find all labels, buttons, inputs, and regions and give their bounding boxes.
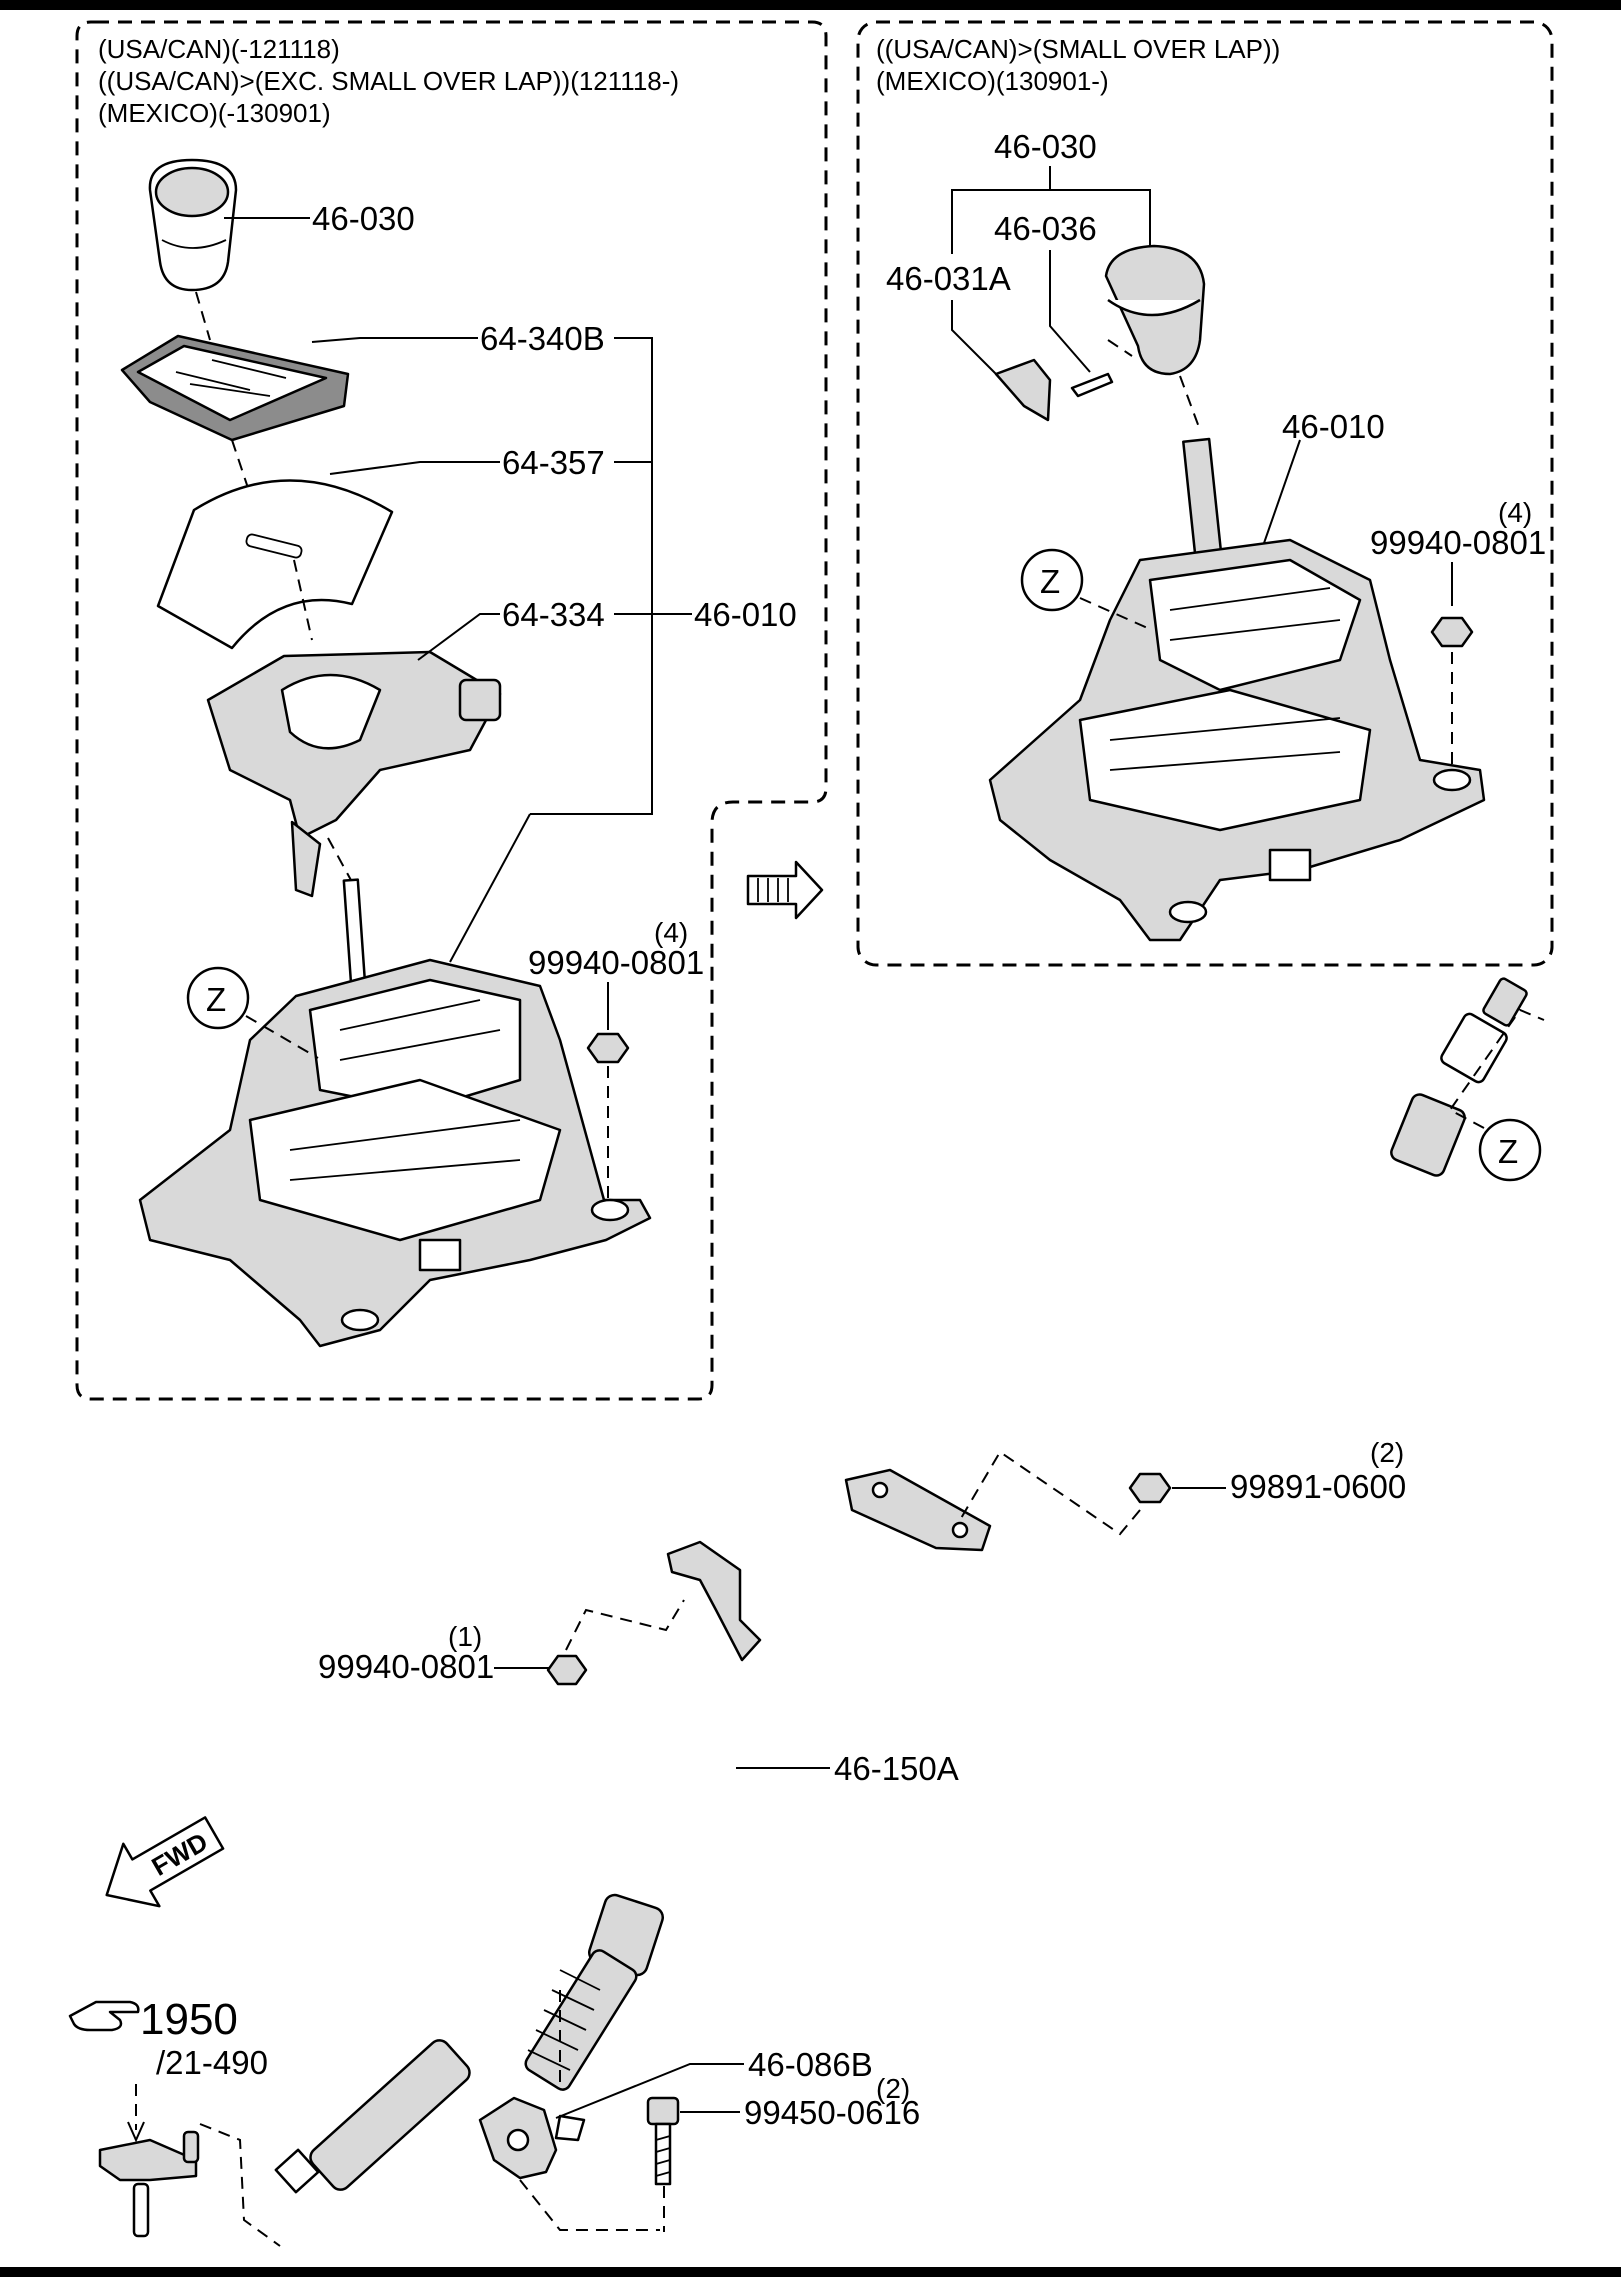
detail-marker-cable-label: Z [1498,1133,1518,1170]
label-clip: 46-086B [748,2046,873,2083]
qty-bolt: (2) [876,2073,910,2104]
label-knob-button: 46-031A [886,260,1011,297]
leader-shutter [329,461,500,475]
label-nut-left: 99940-0801 [528,944,704,981]
label-shifter-right: 46-010 [1282,408,1385,445]
left-shifter-base [138,958,652,1348]
nut-cable [1128,1472,1172,1504]
shift-cable [274,977,1528,2194]
label-nut-bracket: 99940-0801 [318,1648,494,1685]
label-nut-right: 99940-0801 [1370,524,1546,561]
detail-marker-left-label: Z [206,981,226,1018]
detail-marker-right-label: Z [1040,563,1060,600]
bolt [646,2096,680,2186]
right-knob-insert [1070,372,1114,398]
label-shifter-left: 46-010 [694,596,797,633]
label-shutter: 64-357 [502,444,605,481]
label-cable: 46-150A [834,1750,959,1787]
nut-left [586,1032,630,1064]
label-bezel: 64-340B [480,320,605,357]
label-ref-sub: /21-490 [156,2044,268,2081]
top-rule [0,0,1621,10]
cable-mount-plate [844,1468,992,1552]
left-header-line-1: (USA/CAN)(-121118) [98,34,340,64]
cable-clip [478,2096,586,2180]
left-indicator [206,650,502,898]
label-knob-insert: 46-036 [994,210,1097,247]
left-header-line-3: (MEXICO)(-130901) [98,98,331,128]
transition-arrow-icon [746,860,824,920]
left-bezel [120,334,350,442]
right-knob-button [994,358,1052,422]
left-shutter [156,479,394,650]
left-variant-box [75,20,828,1401]
leader-indicator [417,613,500,661]
label-ref-page: 1950 [140,1995,238,2044]
qty-nut-cable: (2) [1370,1437,1404,1468]
left-shift-knob [148,158,238,292]
detail-marker-left [186,966,250,1030]
nut-right [1430,616,1474,648]
qty-nut-right: (4) [1498,497,1532,528]
detail-marker-right [1020,548,1084,612]
cable-bracket [666,1540,762,1662]
fwd-arrow-icon: FWD [105,1816,225,1908]
select-lever-bracket [98,2130,200,2238]
bottom-rule [0,2267,1621,2277]
label-nut-cable: 99891-0600 [1230,1468,1406,1505]
qty-nut-left: (4) [654,917,688,948]
right-shift-knob [1104,244,1206,376]
leader-clip [555,2063,744,2119]
right-shifter-base [988,538,1486,942]
left-header-line-2: ((USA/CAN)>(EXC. SMALL OVER LAP))(121118… [98,66,679,96]
right-header-line-2: (MEXICO)(130901-) [876,66,1109,96]
assembly-bracket-left [530,337,653,815]
nut-bracket [546,1654,588,1686]
label-knob-left: 46-030 [312,200,415,237]
right-header-line-1: ((USA/CAN)>(SMALL OVER LAP)) [876,34,1280,64]
qty-nut-bracket: (1) [448,1621,482,1652]
label-indicator: 64-334 [502,596,605,633]
leader-bezel [311,337,478,343]
pointing-hand-icon [68,2000,140,2032]
detail-marker-cable [1478,1118,1542,1182]
label-bolt: 99450-0616 [744,2094,920,2131]
right-variant-box [856,20,1554,967]
label-knob-right: 46-030 [994,128,1097,165]
